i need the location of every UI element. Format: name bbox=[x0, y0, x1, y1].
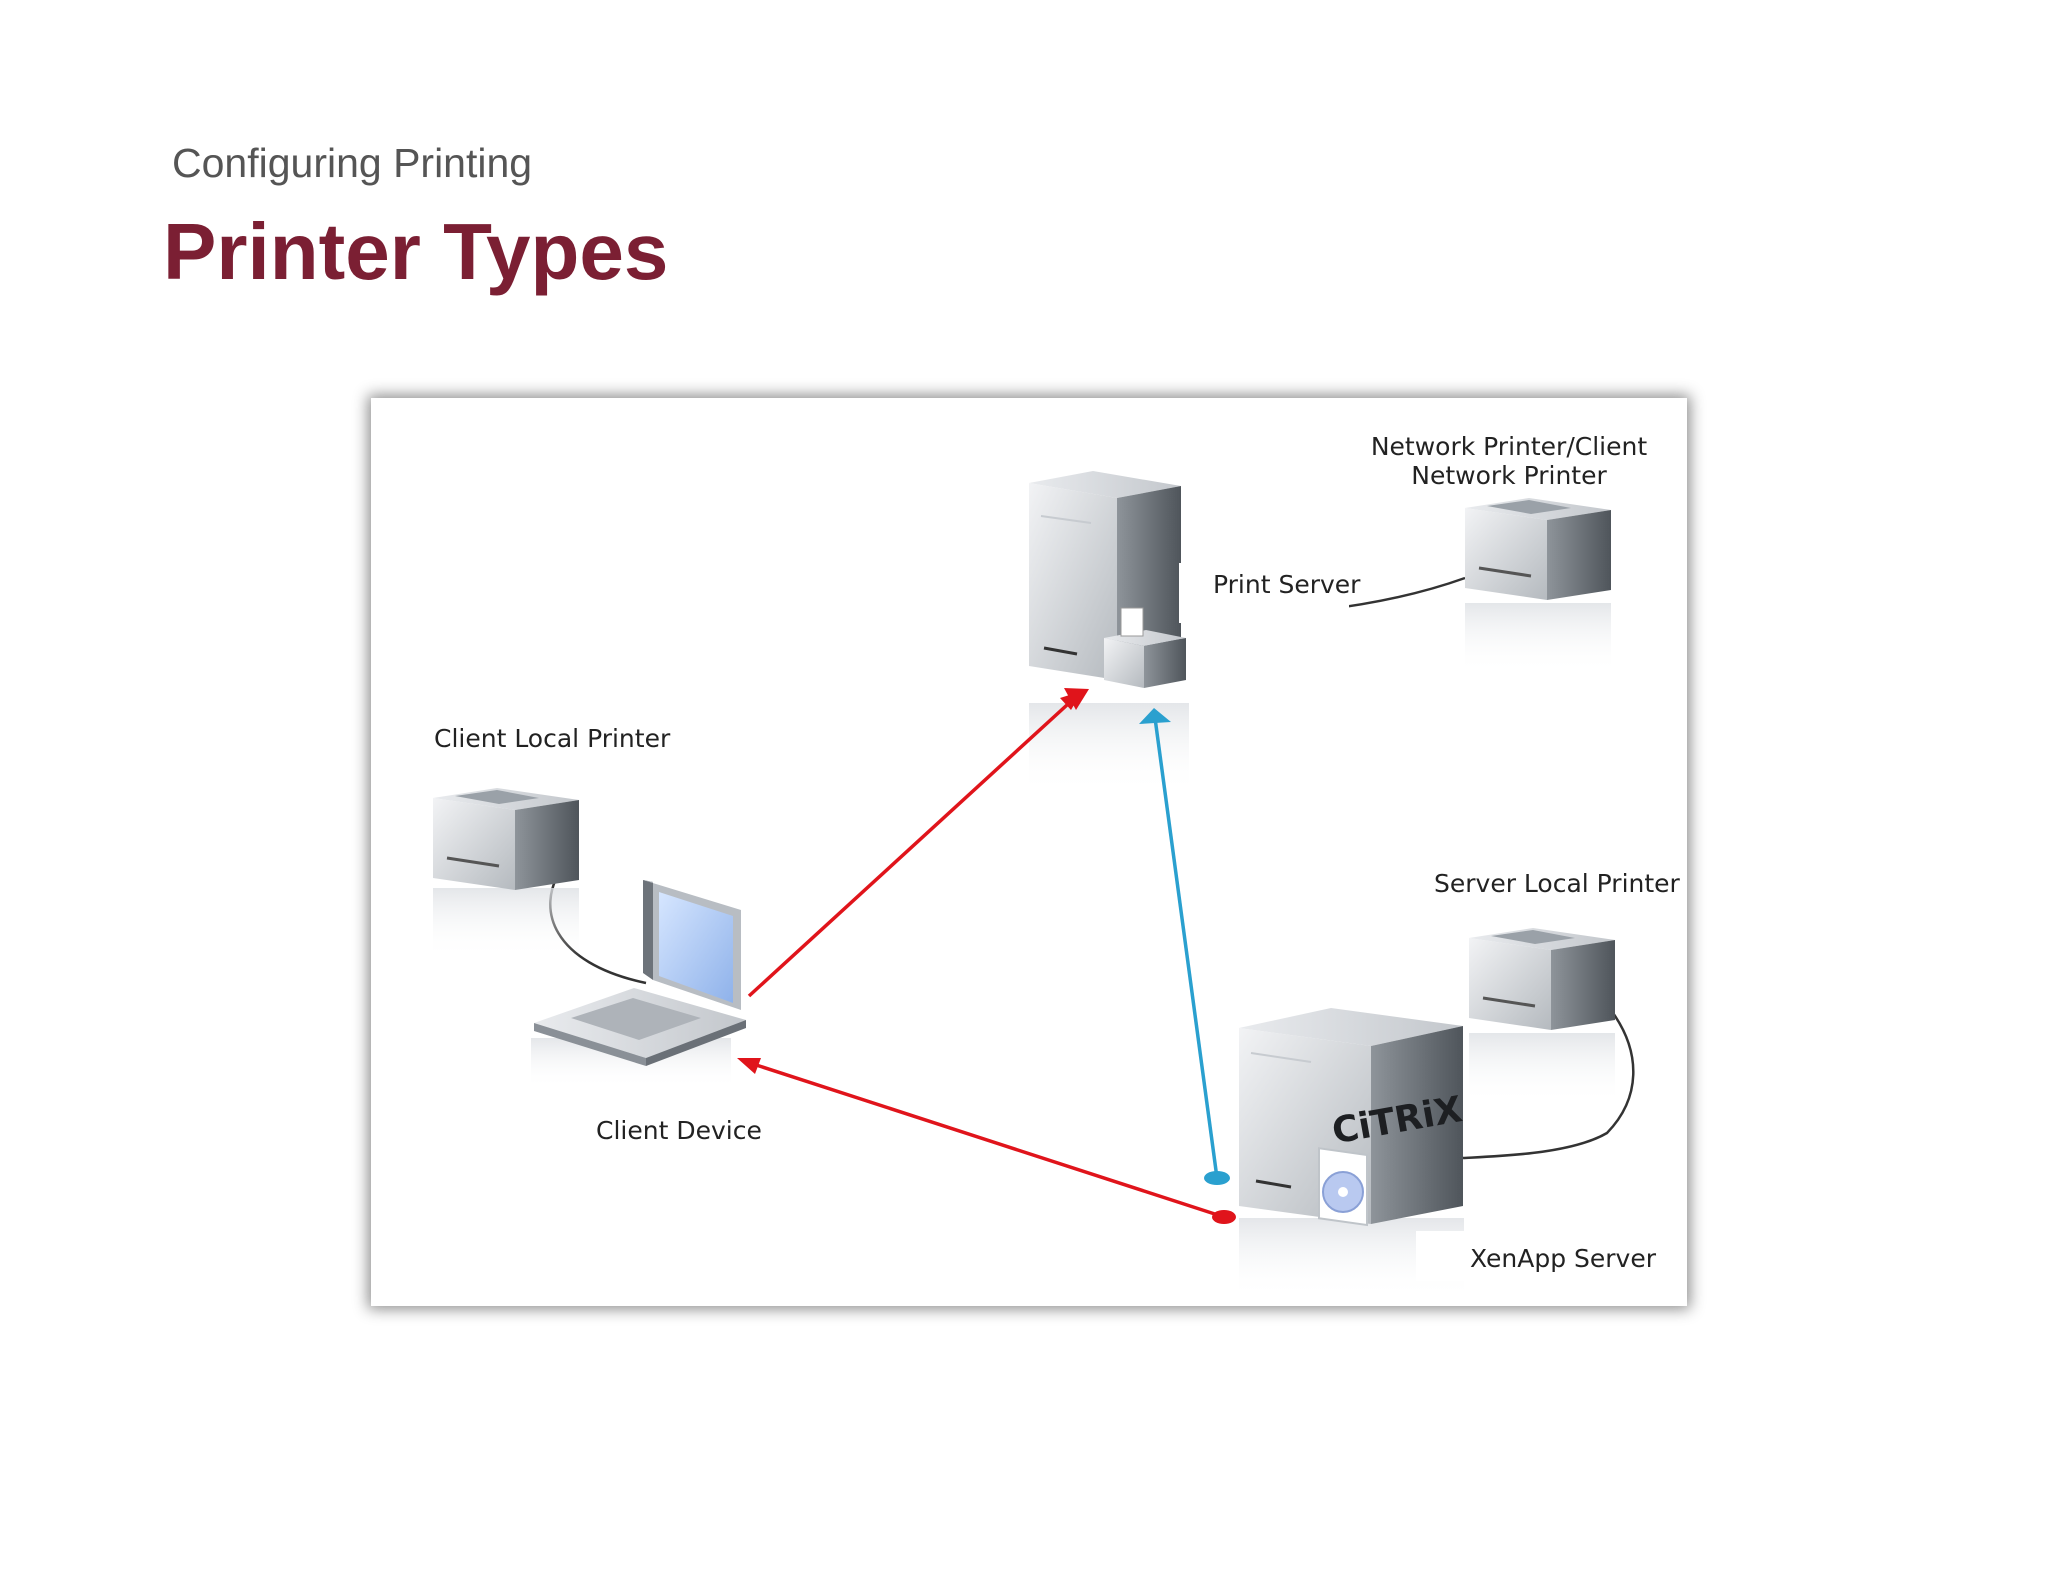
xenapp-server-label: XenApp Server bbox=[1470, 1244, 1657, 1273]
print-server-label: Print Server bbox=[1213, 570, 1361, 599]
network-printer-icon bbox=[1465, 498, 1611, 673]
print-server-icon bbox=[1029, 471, 1189, 793]
network-printer-label-line2: Network Printer bbox=[1411, 461, 1607, 490]
printer-types-diagram: CiTRiX Network Printer/ bbox=[371, 398, 1687, 1306]
server-local-printer-icon bbox=[1469, 928, 1615, 1103]
client-device-label: Client Device bbox=[596, 1116, 762, 1145]
section-label: Configuring Printing bbox=[172, 140, 533, 186]
slide-title: Printer Types bbox=[163, 207, 669, 296]
xenapp-to-local-printer-cable bbox=[1462, 1012, 1635, 1160]
red-arrow-laptop-to-print-server bbox=[747, 688, 1089, 998]
client-local-printer-icon bbox=[433, 788, 579, 958]
network-printer-label-line1: Network Printer/Client bbox=[1371, 432, 1647, 461]
blue-arrow-xenapp-to-print-server bbox=[1139, 708, 1230, 1185]
laptop-icon bbox=[531, 880, 746, 1088]
server-local-printer-label: Server Local Printer bbox=[1434, 869, 1681, 898]
red-arrow-xenapp-to-laptop bbox=[737, 1058, 1236, 1224]
client-local-printer-label: Client Local Printer bbox=[434, 724, 671, 753]
